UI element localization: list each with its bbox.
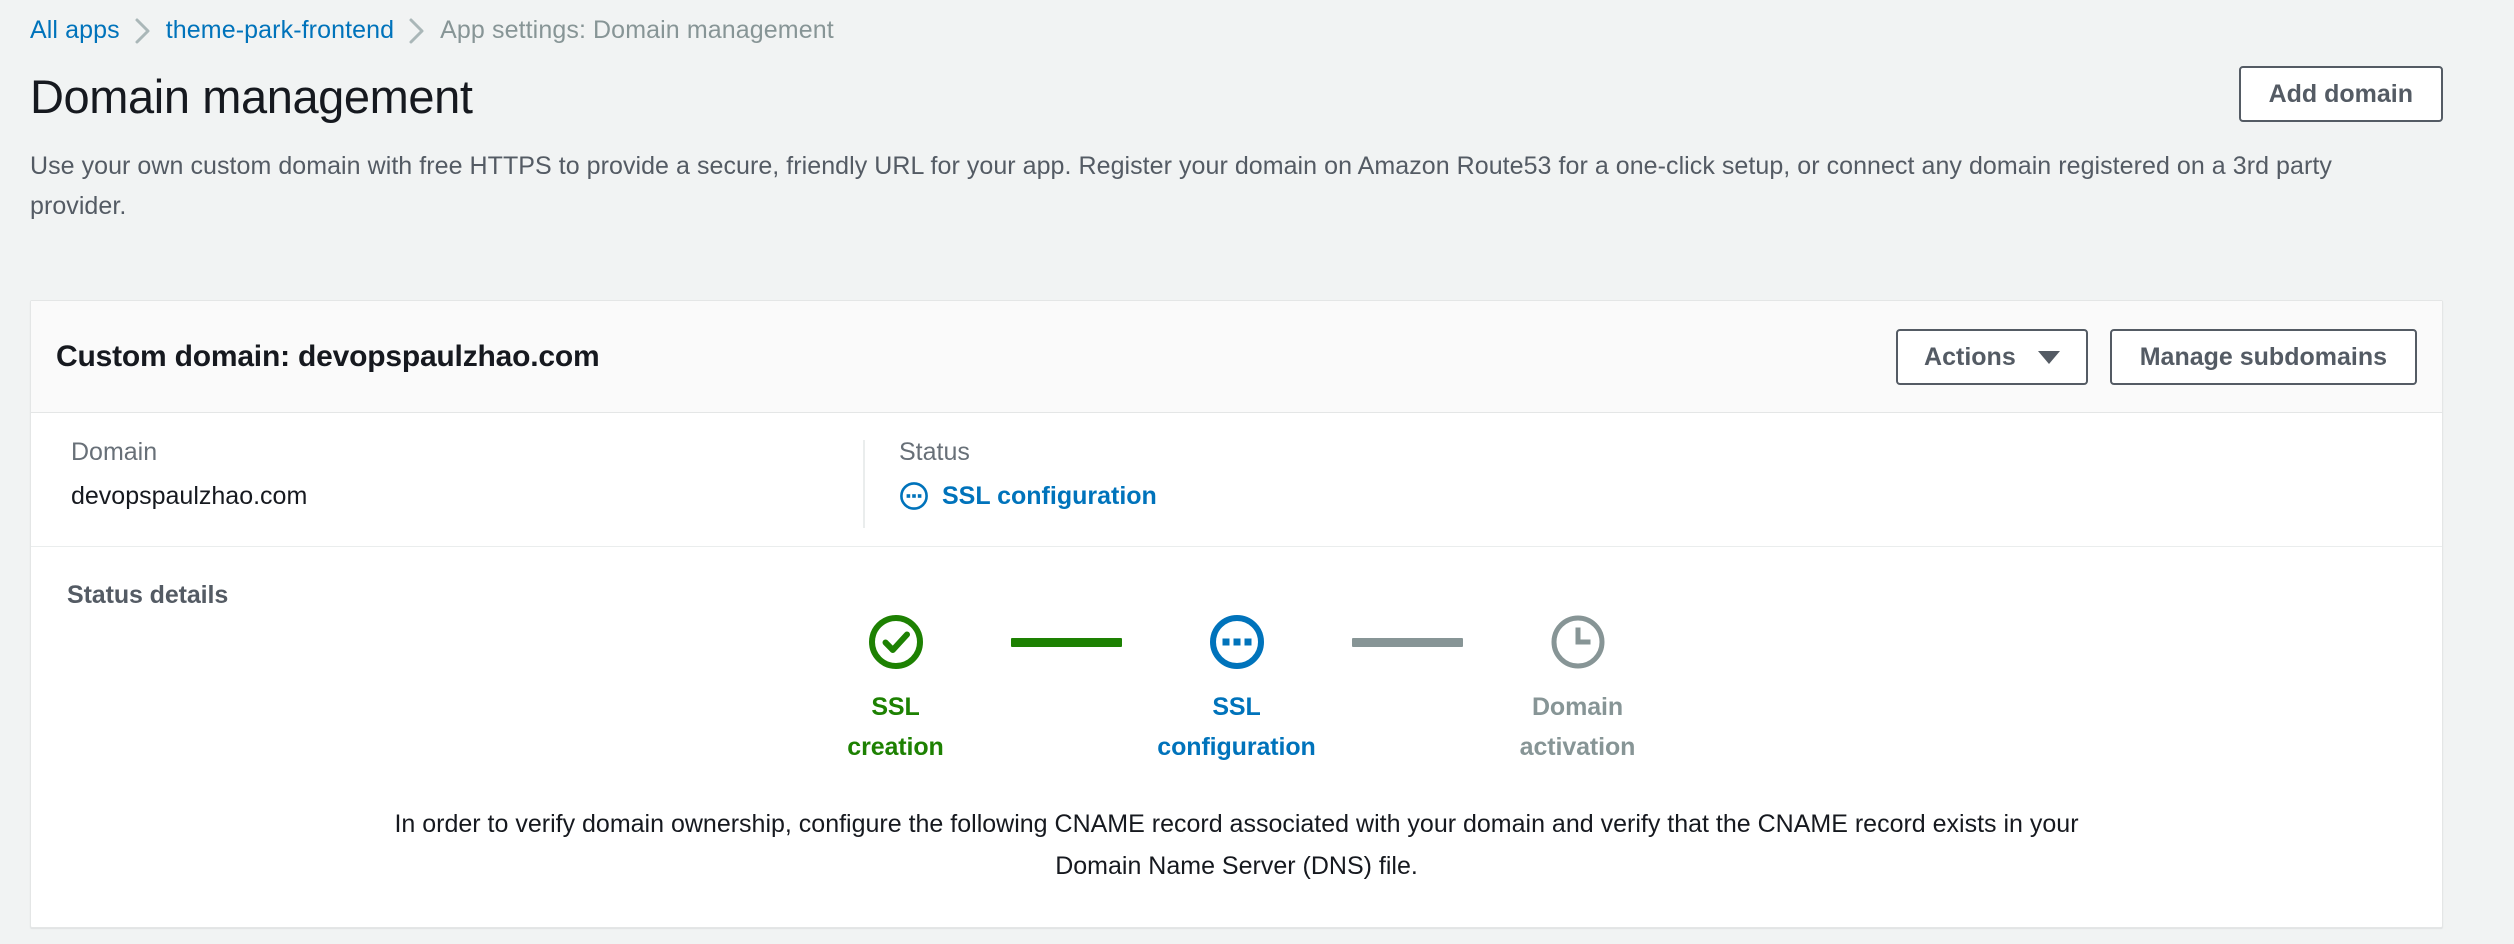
status-label: Status xyxy=(899,438,970,466)
breadcrumb-item-current: App settings: Domain management xyxy=(440,16,834,44)
custom-domain-card: Custom domain: devopspaulzhao.com Action… xyxy=(30,300,2443,928)
domain-column: Domain devopspaulzhao.com xyxy=(71,435,307,513)
manage-subdomains-button[interactable]: Manage subdomains xyxy=(2109,329,2417,385)
chevron-right-icon xyxy=(394,17,440,45)
card-header-actions: Actions Manage subdomains xyxy=(1896,301,2417,413)
status-details-title: Status details xyxy=(67,581,229,609)
domain-label: Domain xyxy=(71,438,158,466)
status-details-section: Status details SSL creation xyxy=(31,547,2442,927)
domain-info-row: Domain devopspaulzhao.com Status SSL con… xyxy=(31,413,2442,547)
step-ssl-creation: SSL creation xyxy=(781,613,1011,767)
status-ssl-configuration-link[interactable]: SSL configuration xyxy=(899,479,1157,513)
breadcrumb-item-theme-park-frontend[interactable]: theme-park-frontend xyxy=(165,16,395,44)
card-title: Custom domain: devopspaulzhao.com xyxy=(56,339,600,373)
breadcrumb: All apps theme-park-frontend App setting… xyxy=(0,0,2514,44)
status-column: Status SSL configuration xyxy=(899,435,1157,516)
page-title: Domain management xyxy=(30,70,473,123)
chevron-right-icon xyxy=(120,17,166,45)
step-label-domain-activation: Domain activation xyxy=(1519,693,1636,761)
step-domain-activation: Domain activation xyxy=(1463,613,1693,767)
step-ssl-configuration: SSL configuration xyxy=(1122,613,1352,767)
ellipsis-circle-icon xyxy=(1208,613,1266,671)
actions-button-label: Actions xyxy=(1924,342,2016,371)
clock-circle-icon xyxy=(1549,613,1607,671)
step-label-ssl-configuration: SSL configuration xyxy=(1157,693,1316,761)
status-value: SSL configuration xyxy=(942,482,1157,510)
page-description: Use your own custom domain with free HTT… xyxy=(30,152,2332,220)
step-connector-1 xyxy=(1010,638,1122,647)
page-header: Domain management Add domain xyxy=(30,66,2514,128)
add-domain-button[interactable]: Add domain xyxy=(2238,66,2443,122)
check-circle-icon xyxy=(867,613,925,671)
verify-instructions: In order to verify domain ownership, con… xyxy=(394,810,2079,880)
actions-button[interactable]: Actions xyxy=(1896,329,2088,385)
column-divider xyxy=(863,440,865,528)
ellipsis-circle-icon xyxy=(899,481,929,511)
card-header: Custom domain: devopspaulzhao.com Action… xyxy=(31,301,2442,413)
step-connector-2 xyxy=(1351,638,1463,647)
step-label-ssl-creation: SSL creation xyxy=(847,693,944,761)
breadcrumb-item-all-apps[interactable]: All apps xyxy=(30,16,120,44)
progress-stepper: SSL creation SSL configuration xyxy=(31,581,2442,767)
chevron-down-icon xyxy=(2037,350,2060,364)
domain-value: devopspaulzhao.com xyxy=(71,482,308,510)
